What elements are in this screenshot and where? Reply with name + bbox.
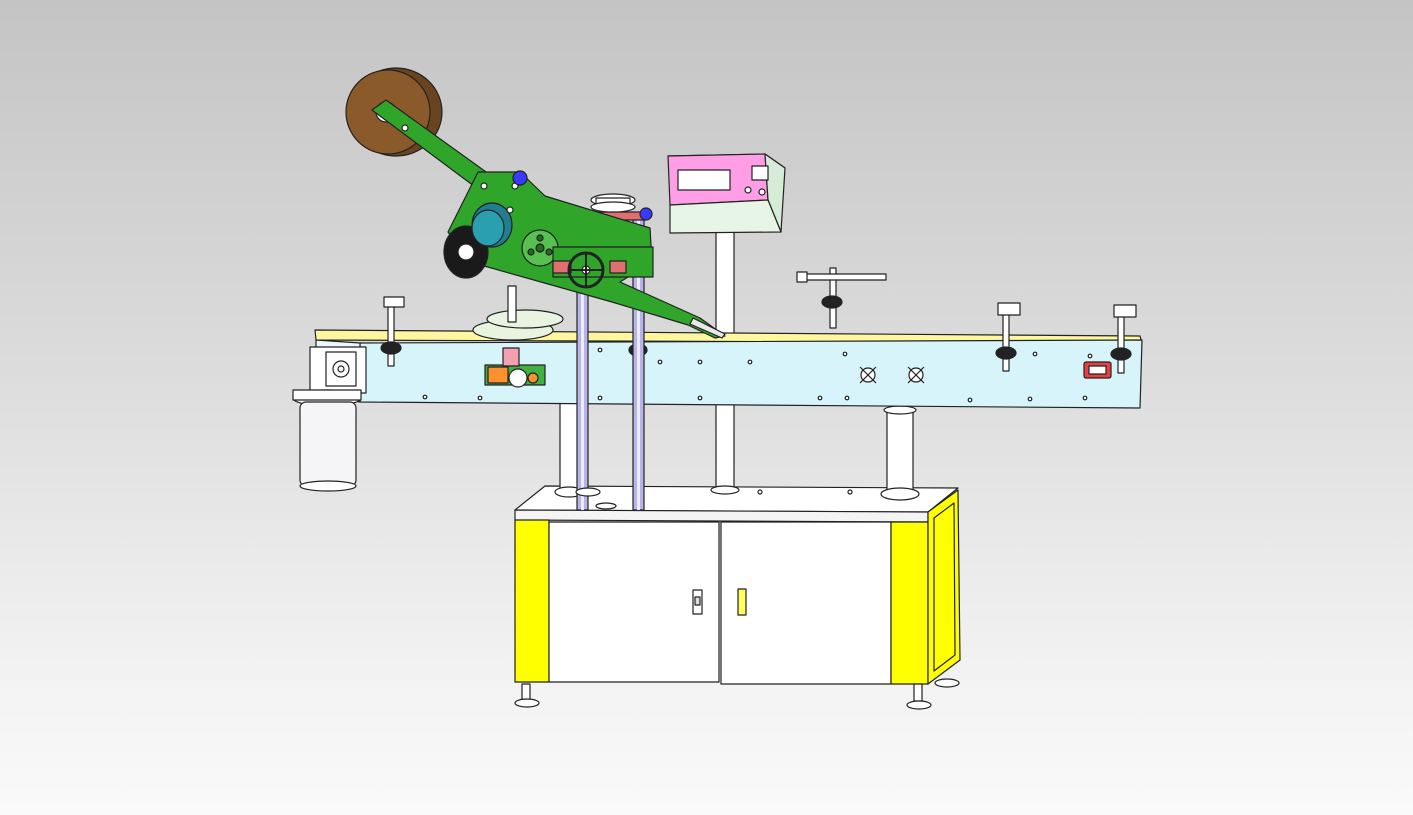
guide-rail-post-3 (1110, 304, 1137, 374)
leveling-foot-left (514, 683, 540, 708)
pressure-roller-assembly (472, 285, 564, 341)
cabinet-left-post (514, 519, 550, 683)
sensor-mount-1 (859, 366, 877, 384)
control-panel-icon (667, 153, 786, 234)
sensor-bracket (796, 267, 887, 329)
cabinet-left-door (548, 521, 720, 683)
switch-icon (1083, 361, 1112, 379)
guide-rail-post-1 (380, 296, 405, 367)
sensor-mount-2 (907, 366, 925, 384)
bottle-icon (292, 389, 362, 492)
labeling-head (345, 67, 726, 339)
leveling-foot-right (906, 678, 960, 710)
bottle-guide-clamp (484, 347, 546, 388)
panel-button (751, 165, 769, 181)
handwheel-icon (567, 251, 605, 289)
conveyor-beam (359, 339, 1143, 409)
motor-icon (471, 202, 513, 248)
cabinet (514, 485, 961, 710)
lcd-screen (677, 169, 731, 191)
conveyor-end-motor (309, 346, 367, 394)
drive-wheel (521, 229, 559, 267)
cabinet-right-door (720, 521, 892, 685)
cabinet-right-post (890, 521, 929, 685)
cabinet-side-panel (927, 489, 961, 685)
door-lock-right (737, 588, 747, 616)
conveyor (309, 339, 1143, 409)
peel-plate (689, 317, 726, 339)
guide-rail-post-2 (995, 302, 1021, 372)
